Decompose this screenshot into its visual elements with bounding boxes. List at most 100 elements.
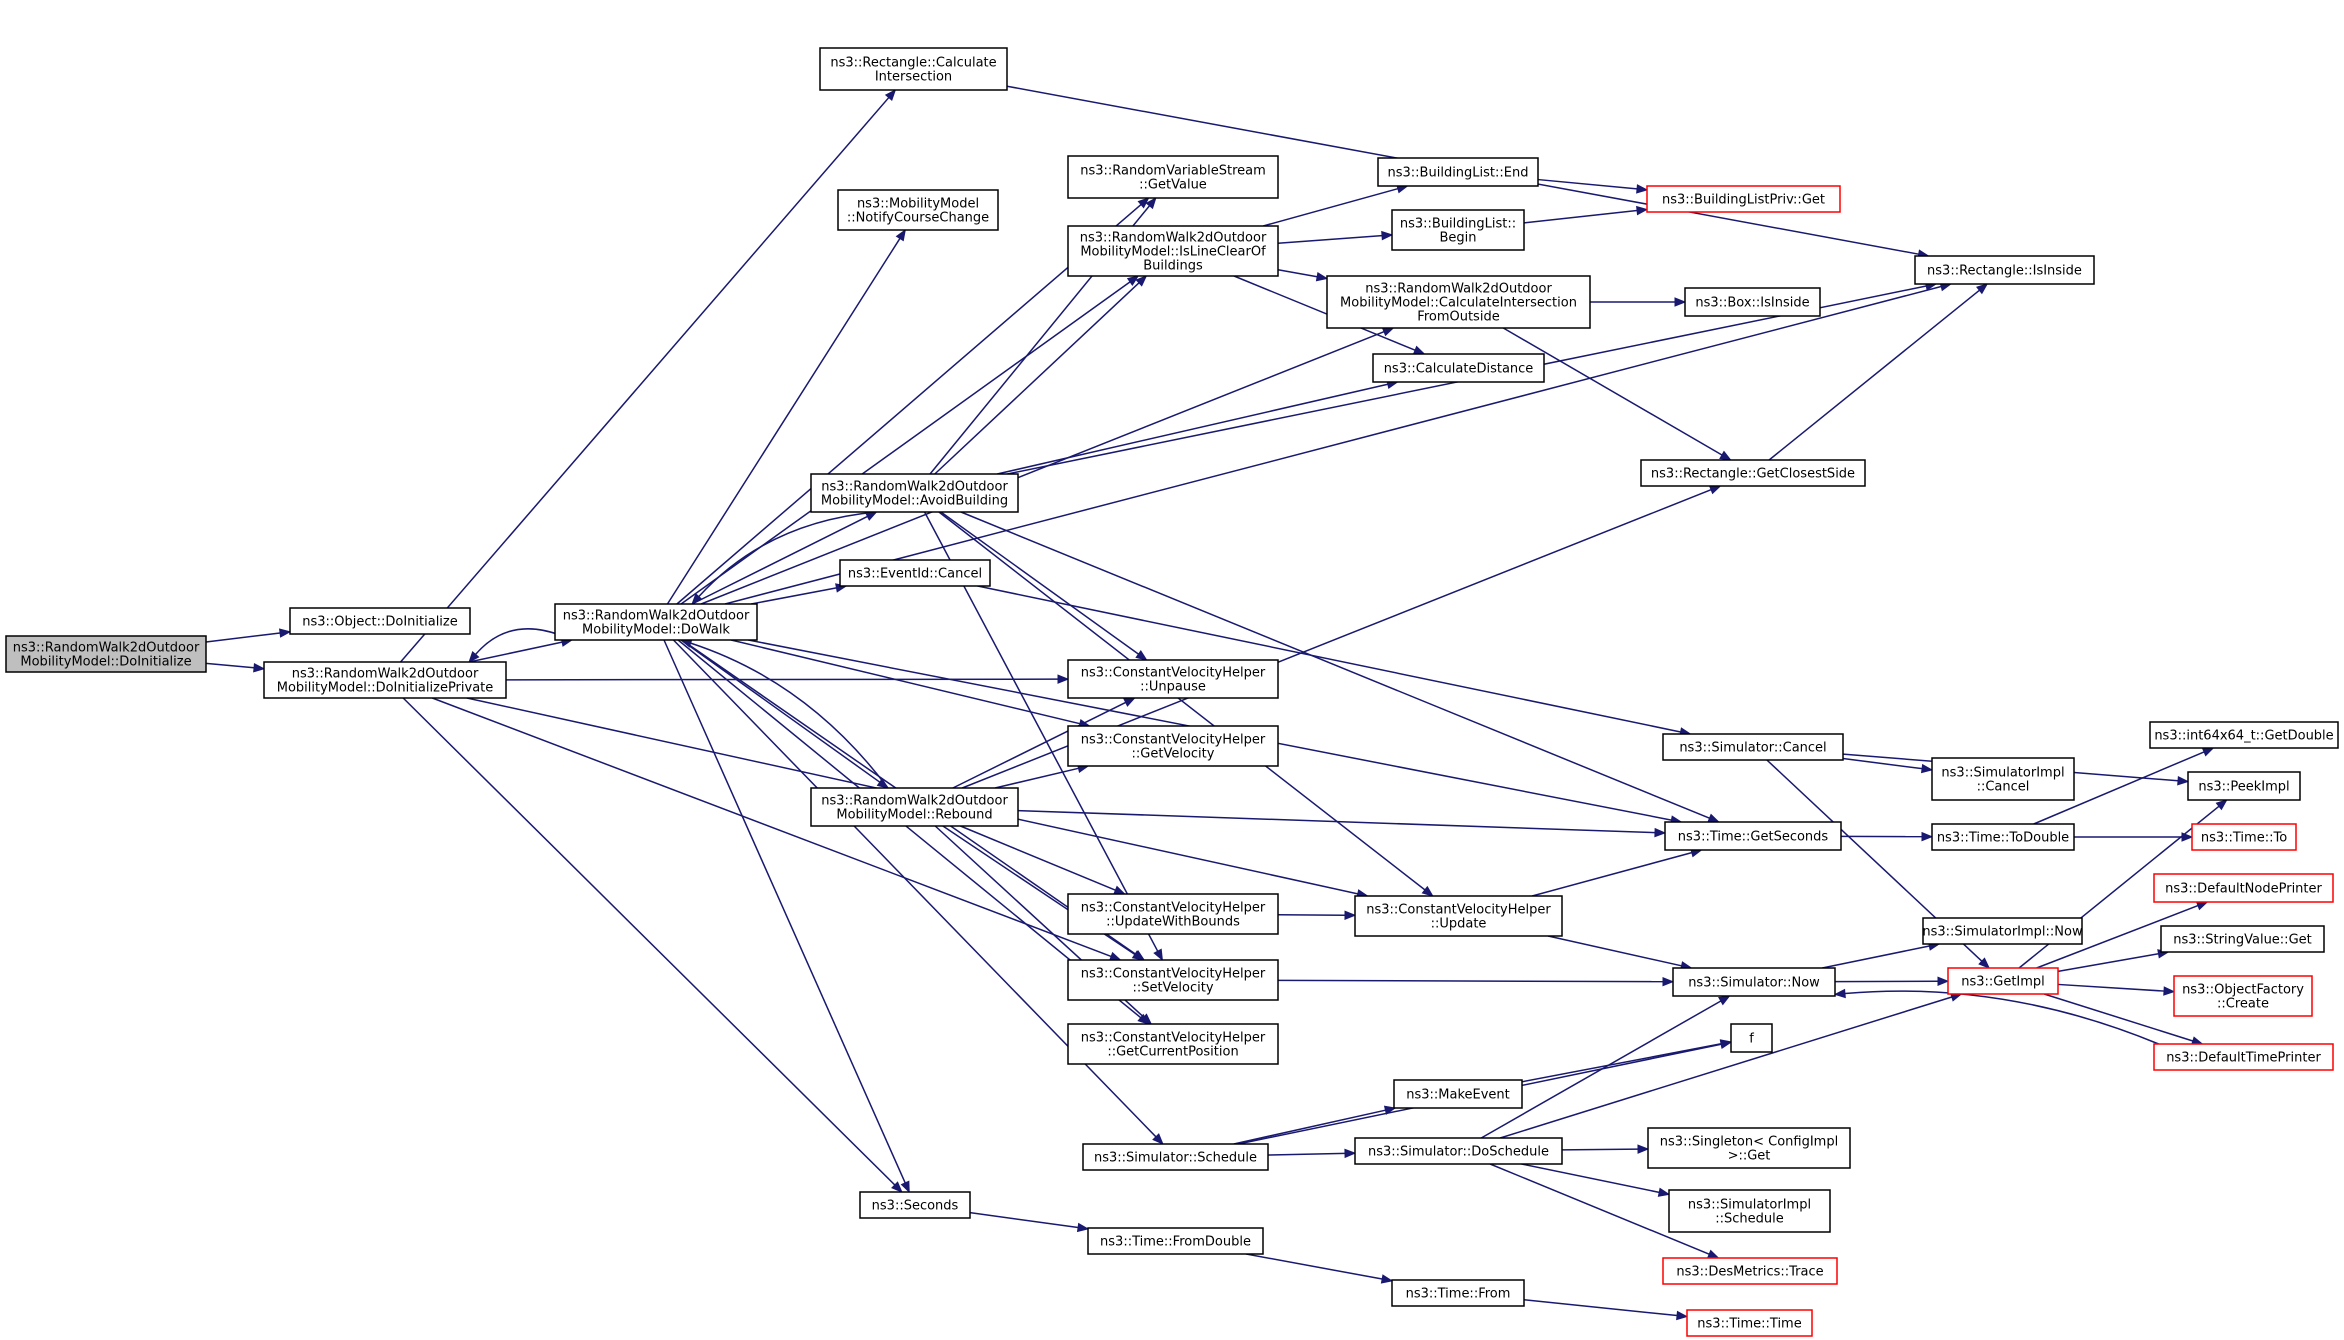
node-cvh_unpause[interactable]: ns3::ConstantVelocityHelper::Unpause [1067,659,1279,699]
edge-line [1531,851,1693,897]
edge-line [940,511,1139,655]
node-time_todouble[interactable]: ns3::Time::ToDouble [1931,823,2075,851]
node-cvh_getvel[interactable]: ns3::ConstantVelocityHelper::GetVelocity [1067,725,1279,767]
node-makeevent[interactable]: ns3::MakeEvent [1393,1079,1523,1109]
node-defnodeprinter[interactable]: ns3::DefaultNodePrinter [2153,873,2334,903]
node-label-line: ns3::SimulatorImpl::Now [1922,925,2083,940]
node-rvs_getvalue[interactable]: ns3::RandomVariableStream::GetValue [1067,155,1279,199]
node-rebound[interactable]: ns3::RandomWalk2dOutdoorMobilityModel::R… [810,787,1019,827]
node-box [263,661,507,699]
edge-line [1245,1253,1383,1280]
node-label-line: MobilityModel::CalculateIntersection [1340,296,1577,311]
edge-line [205,662,255,669]
node-label-line: ns3::MakeEvent [1406,1088,1510,1103]
node-simimpl_cancel[interactable]: ns3::SimulatorImpl::Cancel [1931,757,2075,801]
node-time_time[interactable]: ns3::Time::Time [1686,1309,1813,1337]
node-bl_end[interactable]: ns3::BuildingList::End [1377,157,1539,187]
node-stringvalue_get[interactable]: ns3::StringValue::Get [2160,925,2325,953]
edge-line [1502,327,1723,456]
edge-rebound-to-cvh_getvel [994,763,1090,789]
node-rect_closest[interactable]: ns3::Rectangle::GetClosestSide [1640,459,1866,487]
node-label-line: ns3::SimulatorImpl [1941,766,2064,781]
node-int64_getdouble[interactable]: ns3::int64x64_t::GetDouble [2149,721,2339,749]
node-doinitpriv[interactable]: ns3::RandomWalk2dOutdoorMobilityModel::D… [263,661,507,699]
node-objfactory_create[interactable]: ns3::ObjectFactory::Create [2173,975,2313,1017]
edge-arrowhead [1123,697,1136,707]
node-label-line: ns3::Rectangle::IsInside [1927,264,2082,279]
edge-arrowhead [884,88,897,102]
node-label-line: FromOutside [1417,310,1499,325]
node-box [859,1191,971,1219]
edge-arrowhead [1662,976,1675,987]
node-dowalk[interactable]: ns3::RandomWalk2dOutdoorMobilityModel::D… [554,603,758,641]
node-time_getsec[interactable]: ns3::Time::GetSeconds [1664,821,1842,851]
node-calcdist[interactable]: ns3::CalculateDistance [1372,353,1545,383]
edge-line [690,642,889,789]
edge-rect_closest-to-rect_isinside [1768,283,1989,461]
node-sim_doschedule[interactable]: ns3::Simulator::DoSchedule [1354,1137,1563,1165]
node-f[interactable]: f [1730,1023,1773,1053]
node-obj_doinit[interactable]: ns3::Object::DoInitialize [289,607,471,635]
node-time_fromdouble[interactable]: ns3::Time::FromDouble [1087,1227,1264,1255]
node-mm_notify[interactable]: ns3::MobilityModel::NotifyCourseChange [837,189,999,231]
node-box [2160,925,2325,953]
node-blpriv_get[interactable]: ns3::BuildingListPriv::Get [1646,185,1841,213]
node-cvh_setvel[interactable]: ns3::ConstantVelocityHelper::SetVelocity [1067,959,1279,1001]
node-root[interactable]: ns3::RandomWalk2dOutdoorMobilityModel::D… [5,635,207,673]
edge-line [1267,1152,1346,1156]
node-box [289,607,471,635]
node-cvh_update[interactable]: ns3::ConstantVelocityHelper::Update [1354,895,1563,937]
node-rect_calcint[interactable]: ns3::Rectangle::CalculateIntersection [819,47,1008,91]
edge-line [2033,751,2205,825]
node-sim_schedule[interactable]: ns3::Simulator::Schedule [1082,1143,1269,1171]
node-label-line: ns3::StringValue::Get [2173,933,2311,948]
node-eventid_cancel[interactable]: ns3::EventId::Cancel [839,559,991,587]
edge-line [1277,979,1664,983]
node-singleton_get[interactable]: ns3::Singleton< ConfigImpl >::Get [1647,1127,1851,1169]
node-bl_begin[interactable]: ns3::BuildingList::Begin [1391,209,1525,251]
edge-line [977,585,1681,733]
node-label-line: ns3::Simulator::Schedule [1094,1151,1257,1166]
node-label-line: ns3::RandomWalk2dOutdoor [1080,231,1267,246]
edge-cvh_update-to-time_getsec [1531,848,1703,897]
node-rect_isinside[interactable]: ns3::Rectangle::IsInside [1914,255,2095,285]
edge-line [1233,1109,1386,1145]
node-cvh_getpos[interactable]: ns3::ConstantVelocityHelper::GetCurrentP… [1067,1023,1279,1065]
node-sim_now[interactable]: ns3::Simulator::Now [1672,967,1836,997]
node-desmetrics[interactable]: ns3::DesMetrics::Trace [1662,1257,1838,1285]
edge-arrowhead [1315,271,1329,282]
node-box [2191,823,2297,851]
edge-sim_schedule-to-sim_doschedule [1267,1148,1357,1159]
node-box [1391,1279,1525,1307]
edge-time_todouble-to-time_to [2074,832,2194,842]
node-simimpl_sched[interactable]: ns3::SimulatorImpl::Schedule [1668,1189,1831,1233]
node-label-line: ns3::RandomWalk2dOutdoor [1365,282,1552,297]
node-peekimpl[interactable]: ns3::PeekImpl [2187,771,2301,801]
node-time_from[interactable]: ns3::Time::From [1391,1279,1525,1307]
node-simimpl_now[interactable]: ns3::SimulatorImpl::Now [1922,917,2083,945]
node-avoidbuilding[interactable]: ns3::RandomWalk2dOutdoorMobilityModel::A… [810,473,1019,513]
node-cvh_updbounds[interactable]: ns3::ConstantVelocityHelper::UpdateWithB… [1067,893,1279,935]
edge-line [680,639,881,783]
node-seconds[interactable]: ns3::Seconds [859,1191,971,1219]
edge-line [1489,1163,1710,1255]
edge-line [1277,269,1318,278]
edge-dowalk-to-seconds [663,639,910,1194]
edge-root-to-doinitpriv [205,662,266,673]
node-sim_cancel[interactable]: ns3::Simulator::Cancel [1662,733,1844,761]
edge-line [2036,904,2199,969]
node-box [1947,967,2059,995]
edge-sim_now-to-simimpl_now [1822,941,1941,969]
node-time_to[interactable]: ns3::Time::To [2191,823,2297,851]
node-calcintfrom[interactable]: ns3::RandomWalk2dOutdoorMobilityModel::C… [1326,275,1591,329]
node-box_isinside[interactable]: ns3::Box::IsInside [1684,287,1821,317]
edge-arrowhead [1153,948,1164,962]
node-getimpl[interactable]: ns3::GetImpl [1947,967,2059,995]
node-deftimeprinter[interactable]: ns3::DefaultTimePrinter [2153,1043,2334,1071]
edge-arrowhead [468,650,480,664]
node-box [1067,959,1279,1001]
edge-arrowhead [1719,450,1732,461]
edge-line [1523,209,1638,224]
node-label-line: ns3::RandomWalk2dOutdoor [292,667,479,682]
node-islineclear[interactable]: ns3::RandomWalk2dOutdoorMobilityModel::I… [1067,225,1279,277]
